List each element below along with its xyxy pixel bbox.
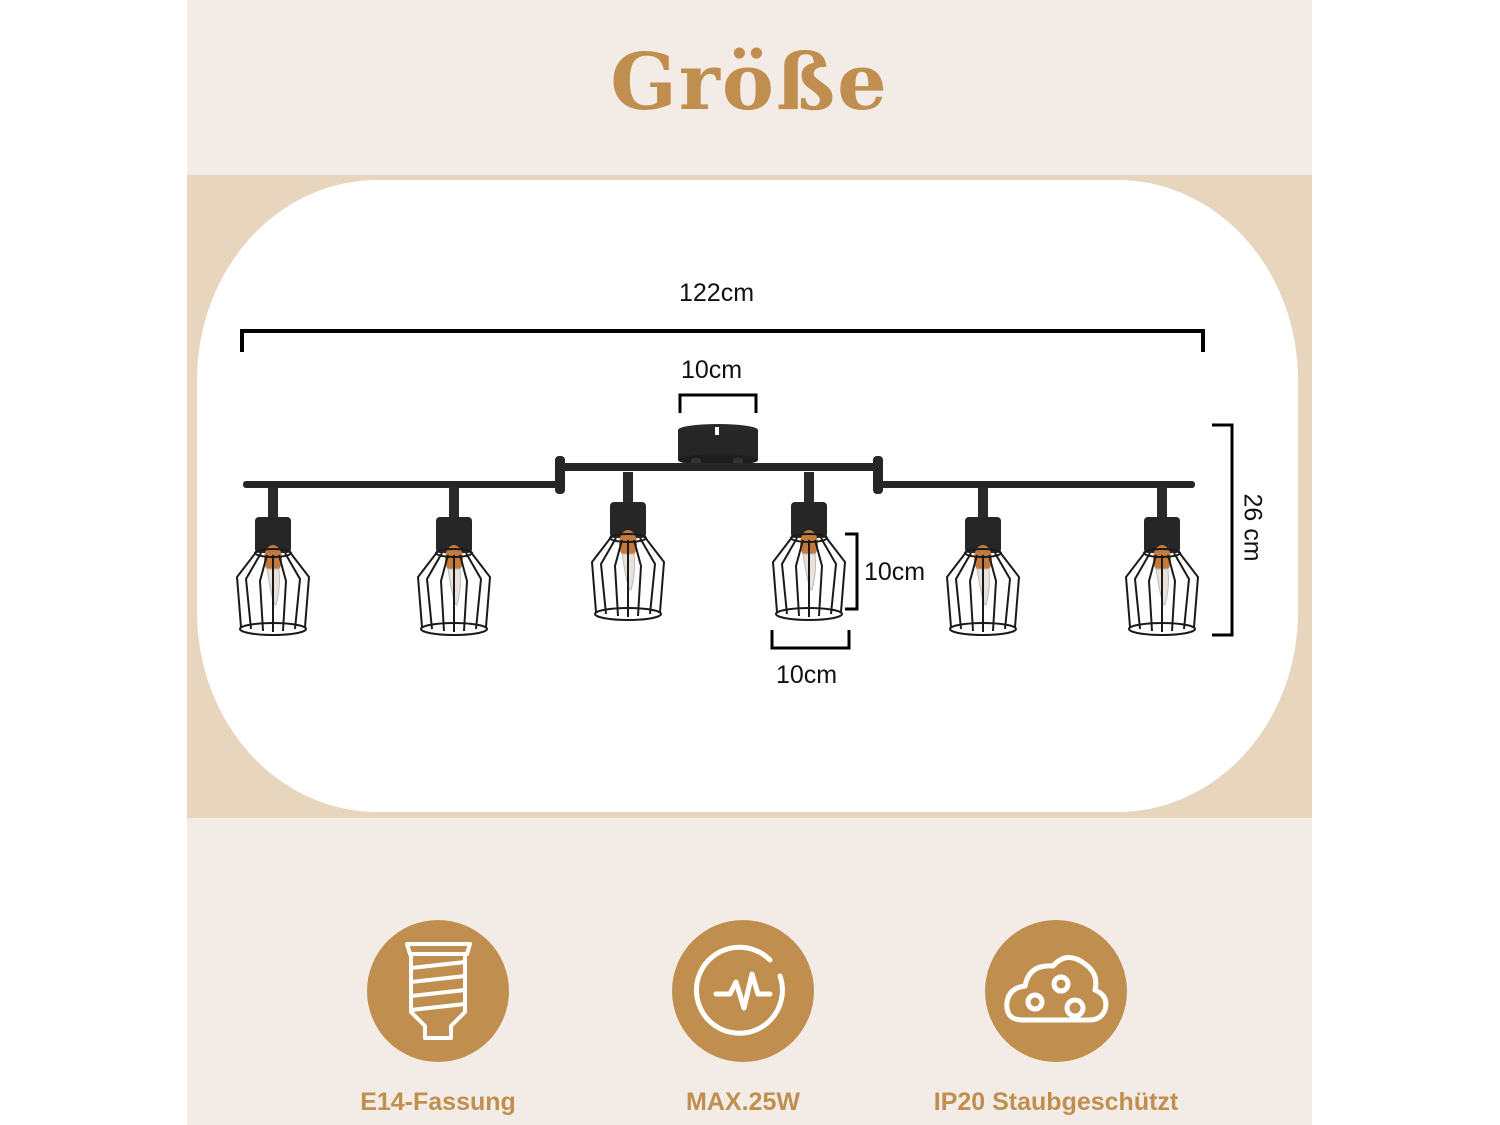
canopy-bracket — [678, 393, 758, 413]
feature-label: E14-Fassung — [360, 1088, 516, 1116]
dust-cloud-icon — [985, 920, 1127, 1062]
product-size-infographic: Größe — [187, 0, 1312, 1125]
page-title: Größe — [610, 37, 889, 128]
diagram-card — [197, 180, 1298, 812]
spotlight-1 — [236, 486, 310, 636]
feature-e14: E14-Fassung — [308, 920, 568, 1117]
feature-label: MAX.25W — [686, 1088, 800, 1116]
lamp-dimension-diagram — [236, 329, 1234, 650]
diagram-band: 122cm 10cm 10cm 10cm 26 cm — [187, 175, 1312, 818]
shade-width-label: 10cm — [776, 661, 838, 689]
power-pulse-icon — [672, 920, 814, 1062]
shade-height-bracket — [845, 532, 859, 611]
shade-width-bracket — [770, 630, 851, 650]
height-bracket — [1212, 423, 1234, 637]
spotlight-5 — [946, 486, 1020, 636]
shade-height-label: 10cm — [864, 558, 926, 586]
spotlight-2 — [417, 486, 491, 636]
ceiling-canopy-icon — [678, 424, 758, 466]
features-band: E14-Fassung MAX.25W IP20 Staubgeschü — [187, 818, 1312, 1125]
track-bars — [243, 456, 1195, 494]
total-length-label: 122cm — [679, 279, 755, 307]
total-height-label: 26 cm — [1238, 493, 1267, 562]
feature-label: IP20 Staubgeschützt — [933, 1088, 1179, 1116]
canopy-width-label: 10cm — [681, 356, 743, 384]
spotlight-6 — [1125, 486, 1199, 636]
header-band: Größe — [187, 0, 1312, 175]
spotlight-4 — [772, 471, 846, 621]
e14-socket-icon — [367, 920, 509, 1062]
feature-ip20: IP20 Staubgeschützt — [926, 920, 1186, 1117]
feature-wattage: MAX.25W — [613, 920, 873, 1117]
length-bracket — [240, 329, 1205, 352]
spotlight-3 — [591, 471, 665, 621]
